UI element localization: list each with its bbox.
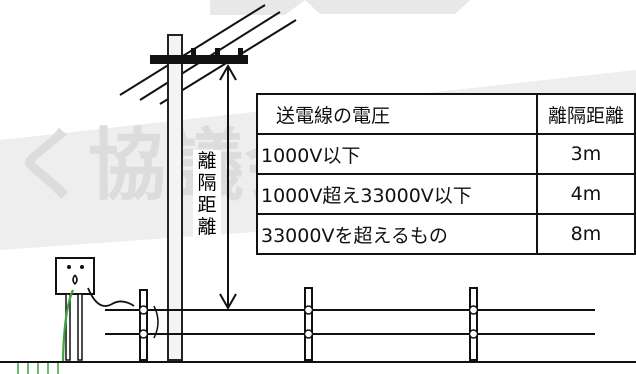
fence [105,287,595,361]
table-row: 33000Vを超えるもの 8m [256,213,636,255]
table-row: 1000V以下 3m [256,133,636,175]
separation-distance-vertical-label: 離 隔 距 離 [193,150,221,238]
watermark-top-shape-left [210,0,305,15]
vertical-char: 隔 [197,172,217,194]
insulators [191,48,243,56]
vertical-char: 離 [197,216,217,238]
watermark-top-shape-right [305,0,470,14]
table-header-row: 送電線の電圧 離隔距離 [256,93,636,135]
distance-arrow [219,63,237,311]
vertical-char: 離 [197,150,217,172]
power-cord [87,287,135,307]
outlet-box [55,257,95,361]
ground-wire [61,289,75,363]
cross-arm [150,55,248,64]
ground-symbol [14,361,66,374]
table-row: 1000V超え33000V以下 4m [256,173,636,215]
header-distance: 離隔距離 [535,93,636,135]
cell-distance: 8m [535,213,636,255]
utility-pole [167,34,183,361]
cell-voltage: 1000V以下 [256,133,538,175]
cell-voltage: 33000Vを超えるもの [256,213,538,255]
power-lines [119,4,297,105]
header-voltage: 送電線の電圧 [256,93,538,135]
separation-distance-table: 送電線の電圧 離隔距離 1000V以下 3m 1000V超え33000V以下 4… [256,93,636,255]
cell-distance: 4m [535,173,636,215]
cell-distance: 3m [535,133,636,175]
cell-voltage: 1000V超え33000V以下 [256,173,538,215]
vertical-char: 距 [197,194,217,216]
